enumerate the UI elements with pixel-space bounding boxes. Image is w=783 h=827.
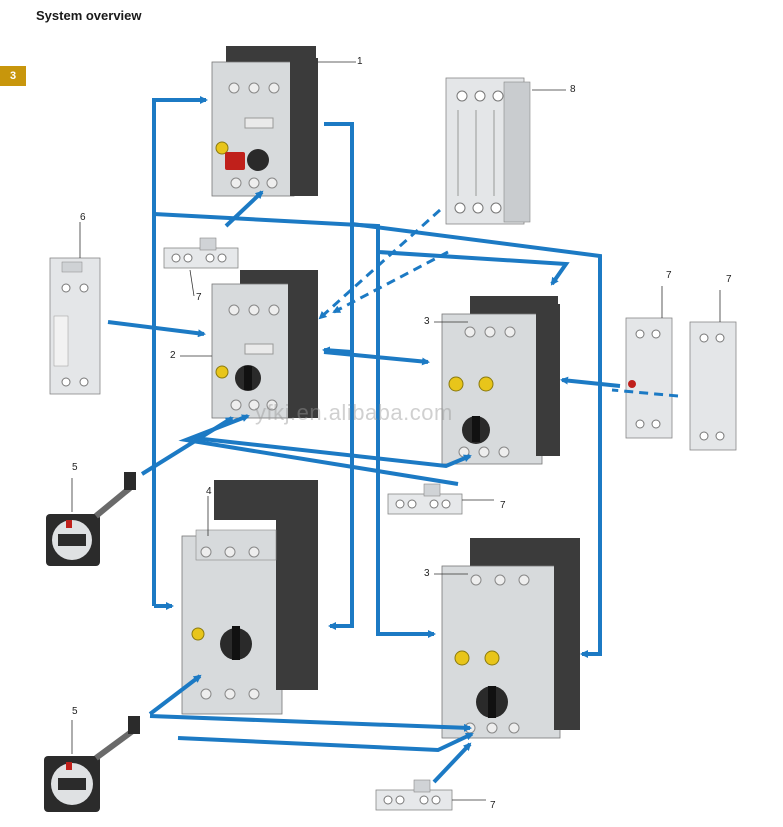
device-7-auxiliary-contact-c: [689, 321, 737, 451]
callout-4: 4: [206, 486, 212, 497]
callout-5a: 5: [72, 462, 78, 473]
device-3-motor-protective-switch-a: [441, 296, 560, 465]
device-6-undervoltage-release: [49, 257, 101, 395]
callout-7c: 7: [726, 274, 732, 285]
device-7-auxiliary-contact-d: [387, 483, 463, 515]
device-4-motor-protective-switch-large: [181, 480, 318, 715]
device-7-auxiliary-contact-e: [375, 779, 453, 811]
dashed-arrows: [318, 208, 679, 398]
callout-8: 8: [570, 84, 576, 95]
callout-1: 1: [357, 56, 363, 67]
device-5-door-coupling-handle-a: [46, 472, 136, 566]
connection-arrows: [107, 96, 621, 784]
callout-2: 2: [170, 350, 176, 361]
callout-7a: 7: [196, 292, 202, 303]
page-title: System overview: [36, 8, 142, 23]
device-7-auxiliary-contact-b: [625, 317, 673, 439]
callout-7e: 7: [490, 800, 496, 811]
chapter-tab: 3: [0, 66, 26, 86]
callout-3a: 3: [424, 316, 430, 327]
callout-7d: 7: [500, 500, 506, 511]
callout-3b: 3: [424, 568, 430, 579]
watermark: yfkj.en.alibaba.com: [255, 400, 453, 425]
device-5-door-coupling-handle-b: [44, 716, 140, 812]
callout-5b: 5: [72, 706, 78, 717]
callout-7b: 7: [666, 270, 672, 281]
callout-6: 6: [80, 212, 86, 223]
device-8-busbar-adapter: [445, 77, 531, 225]
device-7-auxiliary-contact-a: [163, 237, 239, 269]
device-1-motor-protective-switch: [211, 46, 318, 197]
device-2-motor-protective-switch: [211, 270, 318, 419]
device-3-motor-protective-switch-b: [441, 538, 580, 739]
